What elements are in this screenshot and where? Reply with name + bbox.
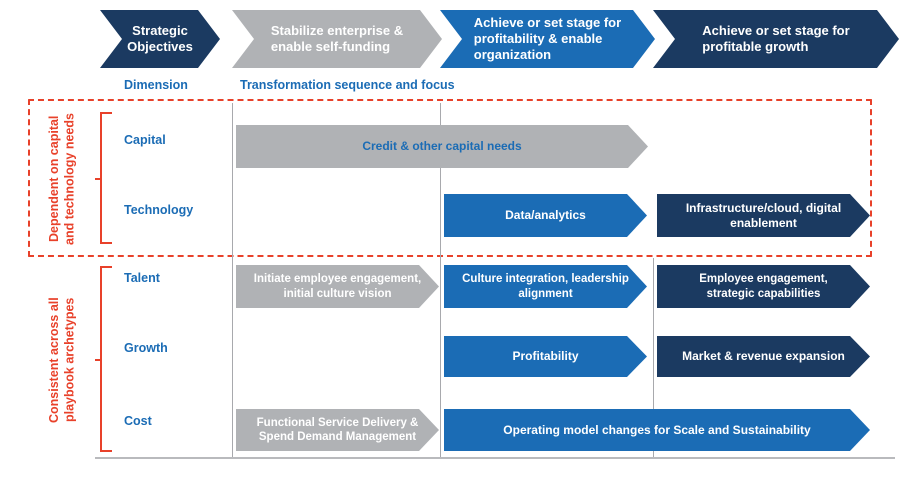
group-caption-consistent-across-playbooks: Consistent across all playbook archetype… xyxy=(47,297,77,423)
group-box-capital-technology xyxy=(28,99,872,257)
row-label-technology: Technology xyxy=(124,203,194,217)
row-label-capital: Capital xyxy=(124,133,166,147)
bar-credit-other-capital-needs[interactable]: Credit & other capital needs xyxy=(236,125,648,168)
bar-label: Credit & other capital needs xyxy=(362,139,522,154)
bar-label: Functional Service Delivery & Spend Dema… xyxy=(256,416,419,443)
bar-label: Initiate employee engagement, initial cu… xyxy=(253,273,422,300)
group-caption-dependent-on-capital: Dependent on capital and technology need… xyxy=(47,113,77,245)
bar-employee-engagement-strategic-capabilities[interactable]: Employee engagement, strategic capabilit… xyxy=(657,265,870,308)
bar-infrastructure-cloud-digital-enablement[interactable]: Infrastructure/cloud, digital enablement xyxy=(657,194,870,237)
header-stage-label: Achieve or set stage for profitable grow… xyxy=(702,23,850,54)
bar-label: Market & revenue expansion xyxy=(682,349,845,364)
bar-functional-service-delivery-spend-demand[interactable]: Functional Service Delivery & Spend Dema… xyxy=(236,409,439,451)
header-stage-achieve-profitable-growth[interactable]: Achieve or set stage for profitable grow… xyxy=(653,10,899,68)
bar-operating-model-changes[interactable]: Operating model changes for Scale and Su… xyxy=(444,409,870,451)
row-label-growth: Growth xyxy=(124,341,168,355)
bar-label: Data/analytics xyxy=(505,208,586,223)
bar-initiate-employee-engagement[interactable]: Initiate employee engagement, initial cu… xyxy=(236,265,439,308)
bottom-baseline xyxy=(95,457,895,459)
header-stage-achieve-profitability[interactable]: Achieve or set stage for profitability &… xyxy=(440,10,655,68)
bar-profitability[interactable]: Profitability xyxy=(444,336,647,377)
row-label-cost: Cost xyxy=(124,414,152,428)
bar-label: Operating model changes for Scale and Su… xyxy=(503,422,811,437)
column-divider-3 xyxy=(653,258,654,458)
header-stage-label: Stabilize enterprise & enable self-fundi… xyxy=(270,23,404,54)
bar-data-analytics[interactable]: Data/analytics xyxy=(444,194,647,237)
header-stage-stabilize-enterprise[interactable]: Stabilize enterprise & enable self-fundi… xyxy=(232,10,442,68)
group-bracket-bottom xyxy=(95,266,112,452)
group-bracket-top xyxy=(95,112,112,244)
header-stage-label: Strategic Objectives xyxy=(127,23,193,54)
header-stage-label: Achieve or set stage for profitability &… xyxy=(473,15,622,62)
bracket-tick xyxy=(95,359,102,361)
bracket-tick xyxy=(95,178,102,180)
header-stage-strategic-objectives[interactable]: Strategic Objectives xyxy=(100,10,220,68)
bar-label: Employee engagement, strategic capabilit… xyxy=(699,273,828,300)
column-label-transformation: Transformation sequence and focus xyxy=(240,78,455,92)
bar-market-revenue-expansion[interactable]: Market & revenue expansion xyxy=(657,336,870,377)
row-label-talent: Talent xyxy=(124,271,160,285)
column-label-dimension: Dimension xyxy=(124,78,188,92)
bar-label: Profitability xyxy=(512,349,579,364)
bar-label: Culture integration, leadership alignmen… xyxy=(462,273,629,300)
column-divider-2 xyxy=(440,103,441,458)
column-divider-1 xyxy=(232,103,233,458)
bar-culture-integration-leadership-alignment[interactable]: Culture integration, leadership alignmen… xyxy=(444,265,647,308)
bar-label: Infrastructure/cloud, digital enablement xyxy=(685,200,842,230)
